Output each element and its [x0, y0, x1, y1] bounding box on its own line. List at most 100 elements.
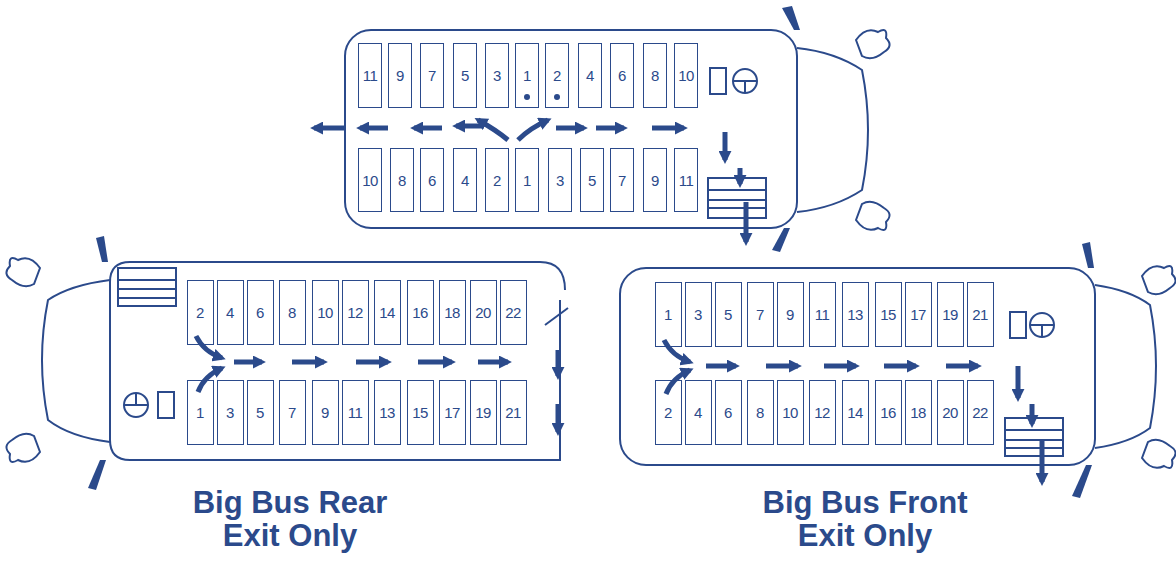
seat-box: 10: [358, 148, 382, 212]
seat-number: 9: [651, 173, 659, 188]
figure: [6, 434, 40, 462]
seat-box: 7: [747, 282, 774, 347]
seat-number: 18: [910, 405, 926, 420]
seat-number: 11: [815, 307, 830, 322]
seat-number: 3: [694, 307, 702, 322]
seat-number: 6: [256, 305, 264, 320]
seat-box: 1: [655, 282, 682, 347]
seat-number: 8: [756, 405, 764, 420]
seat-box: 12: [809, 380, 836, 445]
seat-box: 18: [439, 280, 466, 345]
seat-box: 6: [715, 380, 742, 445]
bus-body: [345, 30, 797, 228]
seat-number: 18: [444, 305, 460, 320]
door: [1005, 430, 1063, 448]
seat-box: 21: [967, 282, 994, 347]
steering-wheel: [1030, 313, 1054, 337]
mirrors: [88, 6, 1094, 498]
seat-number: 20: [475, 305, 491, 320]
seat-box: 22: [500, 280, 527, 345]
seat-number: 8: [651, 68, 659, 83]
seat-number: 13: [379, 405, 395, 420]
steering-wheel: [124, 393, 148, 417]
seat-box: 10: [312, 280, 339, 345]
seat-number: 2: [196, 305, 204, 320]
seat-box: 9: [643, 148, 667, 212]
seat-number: 14: [379, 305, 395, 320]
seat-box: 15: [407, 380, 434, 445]
seat-box: 19: [470, 380, 497, 445]
seat-box: 18: [905, 380, 932, 445]
seat-number: 5: [724, 307, 732, 322]
seat-box: 20: [470, 280, 497, 345]
seat-box: 1: [515, 148, 539, 212]
seat-box: [710, 68, 726, 94]
seat-box: 6: [247, 280, 274, 345]
seat-box: 4: [217, 280, 244, 345]
seat-box: 16: [407, 280, 434, 345]
seat-box: 2: [485, 148, 509, 212]
seat-box: 1: [187, 380, 214, 445]
seat-box: 4: [685, 380, 712, 445]
seat-number: 7: [756, 307, 764, 322]
seat-box: 20: [937, 380, 964, 445]
seat-box: 9: [312, 380, 339, 445]
seat-number: 8: [288, 305, 296, 320]
seat-box: 14: [374, 280, 401, 345]
bus-caption: Big Bus Rear Exit Only: [170, 486, 410, 553]
seat-number: 4: [461, 173, 469, 188]
seat-number: 4: [586, 68, 594, 83]
seat-number: 4: [226, 305, 234, 320]
seat-number: 11: [363, 68, 378, 83]
steering-wheel: [733, 81, 757, 93]
seat-box: 8: [390, 148, 414, 212]
seat-number: 3: [493, 68, 501, 83]
door: [118, 280, 176, 298]
seat-number: 6: [618, 68, 626, 83]
seat-number: 9: [786, 307, 794, 322]
seat-box: 3: [485, 43, 509, 108]
bus-nose: [42, 280, 110, 442]
seat-box: 9: [777, 282, 804, 347]
seat-number: 17: [910, 307, 926, 322]
seat-number: 16: [880, 405, 896, 420]
seat-box: 8: [643, 43, 667, 108]
door-open: [545, 308, 568, 325]
seat-box: 9: [388, 43, 412, 108]
seat-number: 1: [523, 173, 531, 188]
seat-number: 19: [475, 405, 491, 420]
seat-box: 7: [420, 43, 444, 108]
seat-box: 8: [747, 380, 774, 445]
seat-box: 8: [279, 280, 306, 345]
seat-number: 5: [461, 68, 469, 83]
bus-caption: Big Bus Front Exit Only: [734, 486, 996, 553]
seat-number: 5: [588, 173, 596, 188]
seat-number: 10: [317, 305, 333, 320]
seat-number: 11: [348, 405, 363, 420]
figure: [6, 258, 40, 286]
seat-number: 11: [679, 173, 694, 188]
figure: [1142, 266, 1176, 294]
figure: [1142, 440, 1176, 468]
seat-number: 13: [847, 307, 863, 322]
bus-nose: [1095, 285, 1156, 448]
door: [708, 190, 766, 208]
seat-number: 6: [428, 173, 436, 188]
seat-box: 11: [342, 380, 369, 445]
seat-number: 15: [880, 307, 896, 322]
seat-number: 21: [505, 405, 521, 420]
seat-box: 2: [655, 380, 682, 445]
seat-box: 10: [777, 380, 804, 445]
figure: [856, 30, 890, 58]
seat-number: 3: [226, 405, 234, 420]
seat-box: 7: [279, 380, 306, 445]
seat-box: 4: [578, 43, 602, 108]
seat-box: 3: [217, 380, 244, 445]
steering-wheel: [733, 69, 757, 93]
seat-box: 5: [453, 43, 477, 108]
seat-box: 5: [580, 148, 604, 212]
seat-box: [1010, 312, 1026, 338]
seat-number: 10: [782, 405, 798, 420]
